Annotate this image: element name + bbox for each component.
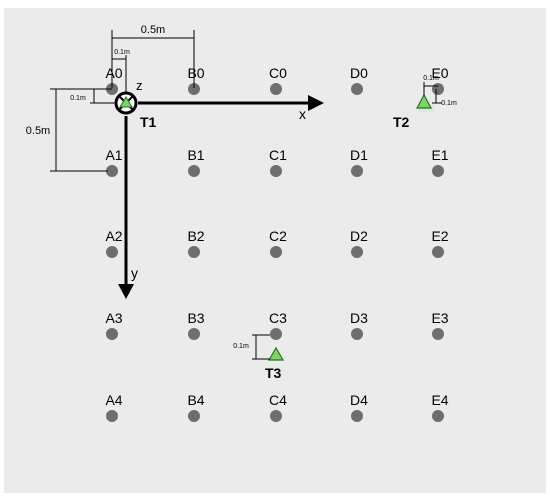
grid-label-b0: B0: [187, 65, 204, 81]
t3-triangle-icon: [267, 346, 285, 361]
grid-point-b4: [188, 410, 200, 422]
grid-point-c0: [270, 83, 282, 95]
grid-point-e4: [432, 410, 444, 422]
t3-label: T3: [265, 365, 282, 381]
grid-label-c2: C2: [269, 228, 287, 244]
grid-label-e3: E3: [431, 310, 448, 326]
y-axis-arrowhead: [118, 284, 134, 299]
grid-label-c4: C4: [269, 392, 287, 408]
grid-label-a4: A4: [105, 392, 122, 408]
grid-label-c0: C0: [269, 65, 287, 81]
dim-t3-label: 0.1m: [233, 343, 249, 350]
grid-point-c4: [270, 410, 282, 422]
grid-label-b2: B2: [187, 228, 204, 244]
grid-label-c3: C3: [269, 310, 287, 326]
t2-label: T2: [393, 114, 410, 130]
grid-point-b0: [188, 83, 200, 95]
grid-point-e0: [432, 83, 444, 95]
grid-point-a3: [106, 328, 118, 340]
grid-label-b1: B1: [187, 147, 204, 163]
grid-label-a0: A0: [105, 65, 122, 81]
t1-triangle-icon: [119, 96, 133, 108]
grid-label-d1: D1: [350, 147, 368, 163]
dim-t2x-label: 0.1m: [423, 75, 439, 82]
grid-point-d1: [351, 165, 363, 177]
x-axis-label: x: [299, 106, 306, 122]
grid-point-e2: [432, 246, 444, 258]
z-axis-label: z: [136, 78, 143, 93]
grid-point-b1: [188, 165, 200, 177]
y-axis-label: y: [131, 265, 138, 281]
grid-label-d0: D0: [350, 65, 368, 81]
grid-label-d4: D4: [350, 392, 368, 408]
grid-point-c2: [270, 246, 282, 258]
dim-t2y-label: 0.1m: [441, 100, 457, 107]
grid-point-e1: [432, 165, 444, 177]
grid-label-e2: E2: [431, 228, 448, 244]
dim-top-label: 0.5m: [141, 24, 165, 36]
grid-point-b3: [188, 328, 200, 340]
grid-point-e3: [432, 328, 444, 340]
grid-label-b3: B3: [187, 310, 204, 326]
grid-point-a1: [106, 165, 118, 177]
dim-left-label: 0.5m: [26, 125, 50, 137]
grid-label-a3: A3: [105, 310, 122, 326]
grid-label-e0: E0: [431, 65, 448, 81]
grid-label-e1: E1: [431, 147, 448, 163]
t1-label: T1: [140, 114, 157, 130]
grid-label-e4: E4: [431, 392, 448, 408]
x-axis-arrowhead: [308, 95, 324, 111]
grid-point-b2: [188, 246, 200, 258]
grid-point-d4: [351, 410, 363, 422]
grid-point-d3: [351, 328, 363, 340]
grid-label-b4: B4: [187, 392, 204, 408]
grid-point-a4: [106, 410, 118, 422]
grid-point-d0: [351, 83, 363, 95]
grid-point-c1: [270, 165, 282, 177]
t2-triangle-icon: [415, 93, 433, 109]
grid-label-c1: C1: [269, 147, 287, 163]
grid-label-d3: D3: [350, 310, 368, 326]
grid-point-a2: [106, 246, 118, 258]
grid-point-c3: [270, 328, 282, 340]
dim-t1y-label: 0.1m: [70, 95, 86, 102]
grid-label-a1: A1: [105, 147, 122, 163]
grid-label-d2: D2: [350, 228, 368, 244]
dim-t1x-label: 0.1m: [114, 49, 130, 56]
grid-label-a2: A2: [105, 228, 122, 244]
grid-point-d2: [351, 246, 363, 258]
